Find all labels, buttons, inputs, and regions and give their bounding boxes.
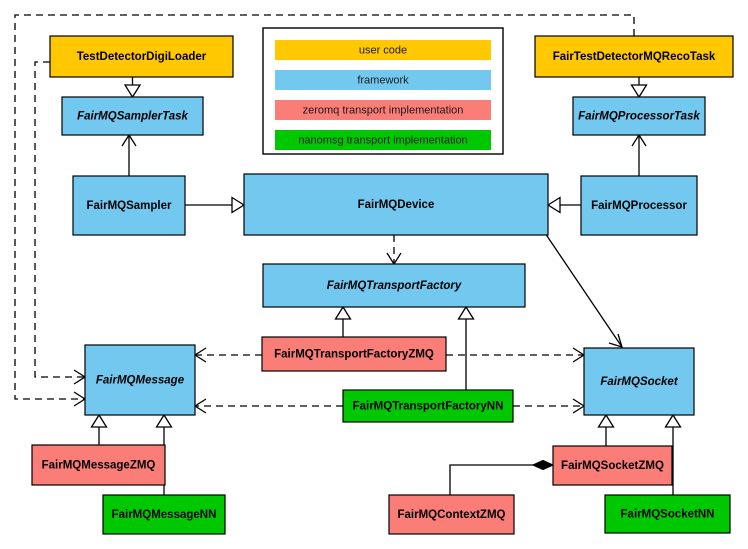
- edge-line-socketzmq-contextzmq: [449, 464, 553, 495]
- class-box-label-TestDetectorDigiLoader: TestDetectorDigiLoader: [77, 51, 207, 63]
- class-box-FairMQContextZMQ[interactable]: FairMQContextZMQ: [388, 494, 515, 535]
- class-box-FairMQMessageNN[interactable]: FairMQMessageNN: [102, 494, 226, 535]
- edge-processor-device: [546, 196, 581, 214]
- class-box-FairMQProcessor[interactable]: FairMQProcessor: [580, 175, 698, 236]
- class-box-rect-FairMQSocketNN[interactable]: [604, 494, 731, 534]
- class-box-rect-FairMQSamplerTask[interactable]: [61, 96, 204, 136]
- class-box-rect-FairMQSocketZMQ[interactable]: [552, 445, 673, 486]
- class-box-FairMQSocketNN[interactable]: FairMQSocketNN: [604, 494, 731, 534]
- class-box-label-FairMQSampler: FairMQSampler: [87, 200, 173, 212]
- class-box-FairMQDevice[interactable]: FairMQDevice: [243, 173, 549, 236]
- class-box-label-FairMQMessage: FairMQMessage: [96, 375, 185, 387]
- class-box-rect-FairMQMessage[interactable]: [84, 344, 196, 416]
- class-box-label-FairTestDetectorMQRecoTask: FairTestDetectorMQRecoTask: [553, 51, 716, 63]
- legend-label-1: framework: [357, 74, 409, 86]
- legend-label-2: zeromq transport implementation: [303, 104, 464, 116]
- class-box-rect-FairMQProcessorTask[interactable]: [572, 96, 706, 136]
- class-box-FairMQSocket[interactable]: FairMQSocket: [583, 347, 695, 416]
- arrowhead-generalization-sampler-device: [231, 196, 246, 214]
- class-box-label-FairMQSamplerTask: FairMQSamplerTask: [77, 111, 188, 123]
- class-box-rect-FairMQContextZMQ[interactable]: [388, 494, 515, 535]
- class-box-FairTestDetectorMQRecoTask[interactable]: FairTestDetectorMQRecoTask: [534, 35, 734, 78]
- legend-entry-3: nanomsg transport implementation: [275, 130, 491, 150]
- edge-device-socket: [544, 232, 623, 348]
- class-box-label-FairMQSocketZMQ: FairMQSocketZMQ: [561, 460, 664, 472]
- class-box-FairMQSampler[interactable]: FairMQSampler: [72, 175, 186, 236]
- class-box-label-FairMQProcessor: FairMQProcessor: [591, 200, 687, 212]
- class-box-FairMQTransportFactoryZMQ[interactable]: FairMQTransportFactoryZMQ: [261, 336, 447, 372]
- class-box-FairMQTransportFactoryNN[interactable]: FairMQTransportFactoryNN: [342, 389, 514, 423]
- legend-swatch-3: [275, 130, 491, 150]
- class-box-rect-FairMQProcessor[interactable]: [580, 175, 698, 236]
- edge-sampler-device: [185, 196, 246, 214]
- edge-socketzmq-socket: [597, 413, 615, 446]
- arrowhead-generalization-messagezmq-message: [90, 413, 108, 428]
- class-box-FairMQMessageZMQ[interactable]: FairMQMessageZMQ: [31, 444, 166, 486]
- arrowhead-generalization-digiloader-samplertask: [123, 84, 142, 99]
- class-box-rect-FairMQMessageNN[interactable]: [102, 494, 226, 535]
- arrowhead-generalization-socketzmq-socket: [597, 413, 615, 428]
- legend-swatch-2: [275, 100, 491, 120]
- edge-socketzmq-contextzmq: [449, 459, 555, 495]
- arrowhead-generalization-processor-device: [546, 196, 561, 214]
- edge-socketnn-socket: [664, 413, 682, 495]
- class-box-rect-FairMQTransportFactoryZMQ[interactable]: [261, 336, 447, 372]
- class-box-rect-FairMQTransportFactoryNN[interactable]: [342, 389, 514, 423]
- class-boxes: TestDetectorDigiLoader FairTestDetectorMQ…: [31, 35, 734, 535]
- class-box-label-FairMQDevice: FairMQDevice: [358, 199, 435, 211]
- class-box-label-FairMQTransportFactory: FairMQTransportFactory: [327, 280, 462, 292]
- class-box-rect-FairMQSocket[interactable]: [583, 347, 695, 416]
- class-box-FairMQProcessorTask[interactable]: FairMQProcessorTask: [572, 96, 706, 136]
- class-box-label-FairMQMessageZMQ: FairMQMessageZMQ: [42, 460, 156, 472]
- class-box-label-FairMQProcessorTask: FairMQProcessorTask: [578, 111, 700, 123]
- class-box-label-FairMQTransportFactoryZMQ: FairMQTransportFactoryZMQ: [274, 349, 434, 361]
- legend-entry-1: framework: [275, 70, 491, 90]
- edge-line-digiloader-message: [34, 61, 85, 378]
- legend-entry-2: zeromq transport implementation: [275, 100, 491, 120]
- arrowhead-generalization-factoryzmq-transportfactory: [334, 305, 352, 320]
- class-box-label-FairMQSocket: FairMQSocket: [600, 376, 678, 388]
- class-box-rect-FairMQTransportFactory[interactable]: [262, 263, 526, 308]
- arrowhead-generalization-factorynn-transportfactory: [457, 305, 475, 320]
- class-box-label-FairMQMessageNN: FairMQMessageNN: [112, 509, 217, 521]
- class-box-FairMQSamplerTask[interactable]: FairMQSamplerTask: [61, 96, 204, 136]
- arrowhead-open-device-socket: [608, 333, 623, 348]
- edge-digiloader-samplertask: [123, 77, 142, 99]
- edge-line-recotask-message: [14, 14, 635, 400]
- arrowhead-generalization-messagenn-message: [155, 413, 173, 428]
- color-legend: user code framework zeromq transport imple…: [262, 27, 504, 155]
- class-box-rect-FairMQDevice[interactable]: [243, 173, 549, 236]
- class-box-FairMQTransportFactory[interactable]: FairMQTransportFactory: [262, 263, 526, 308]
- class-box-rect-TestDetectorDigiLoader[interactable]: [49, 35, 234, 78]
- class-box-label-FairMQContextZMQ: FairMQContextZMQ: [398, 509, 506, 521]
- class-box-FairMQMessage[interactable]: FairMQMessage: [84, 344, 196, 416]
- class-box-TestDetectorDigiLoader[interactable]: TestDetectorDigiLoader: [49, 35, 234, 78]
- edge-factorynn-transportfactory: [457, 305, 475, 390]
- arrowhead-generalization-recotask-processortask: [630, 84, 648, 99]
- class-box-label-FairMQTransportFactoryNN: FairMQTransportFactoryNN: [353, 401, 504, 413]
- class-box-rect-FairMQSampler[interactable]: [72, 175, 186, 236]
- edge-messagezmq-message: [90, 413, 108, 445]
- class-box-rect-FairMQMessageZMQ[interactable]: [31, 444, 166, 486]
- legend-label-3: nanomsg transport implementation: [298, 134, 467, 146]
- edge-line-device-socket: [544, 232, 623, 348]
- legend-entry-0: user code: [275, 40, 491, 60]
- diamond-composition-socketzmq-contextzmq: [531, 459, 555, 471]
- class-box-label-FairMQSocketNN: FairMQSocketNN: [621, 509, 715, 521]
- class-box-FairMQSocketZMQ[interactable]: FairMQSocketZMQ: [552, 445, 673, 486]
- legend-swatch-1: [275, 70, 491, 90]
- edge-recotask-processortask: [630, 77, 648, 99]
- legend-swatch-0: [275, 40, 491, 60]
- legend-label-0: user code: [359, 44, 407, 56]
- arrowhead-generalization-socketnn-socket: [664, 413, 682, 428]
- class-box-rect-FairTestDetectorMQRecoTask[interactable]: [534, 35, 734, 78]
- edge-factoryzmq-transportfactory: [334, 305, 352, 337]
